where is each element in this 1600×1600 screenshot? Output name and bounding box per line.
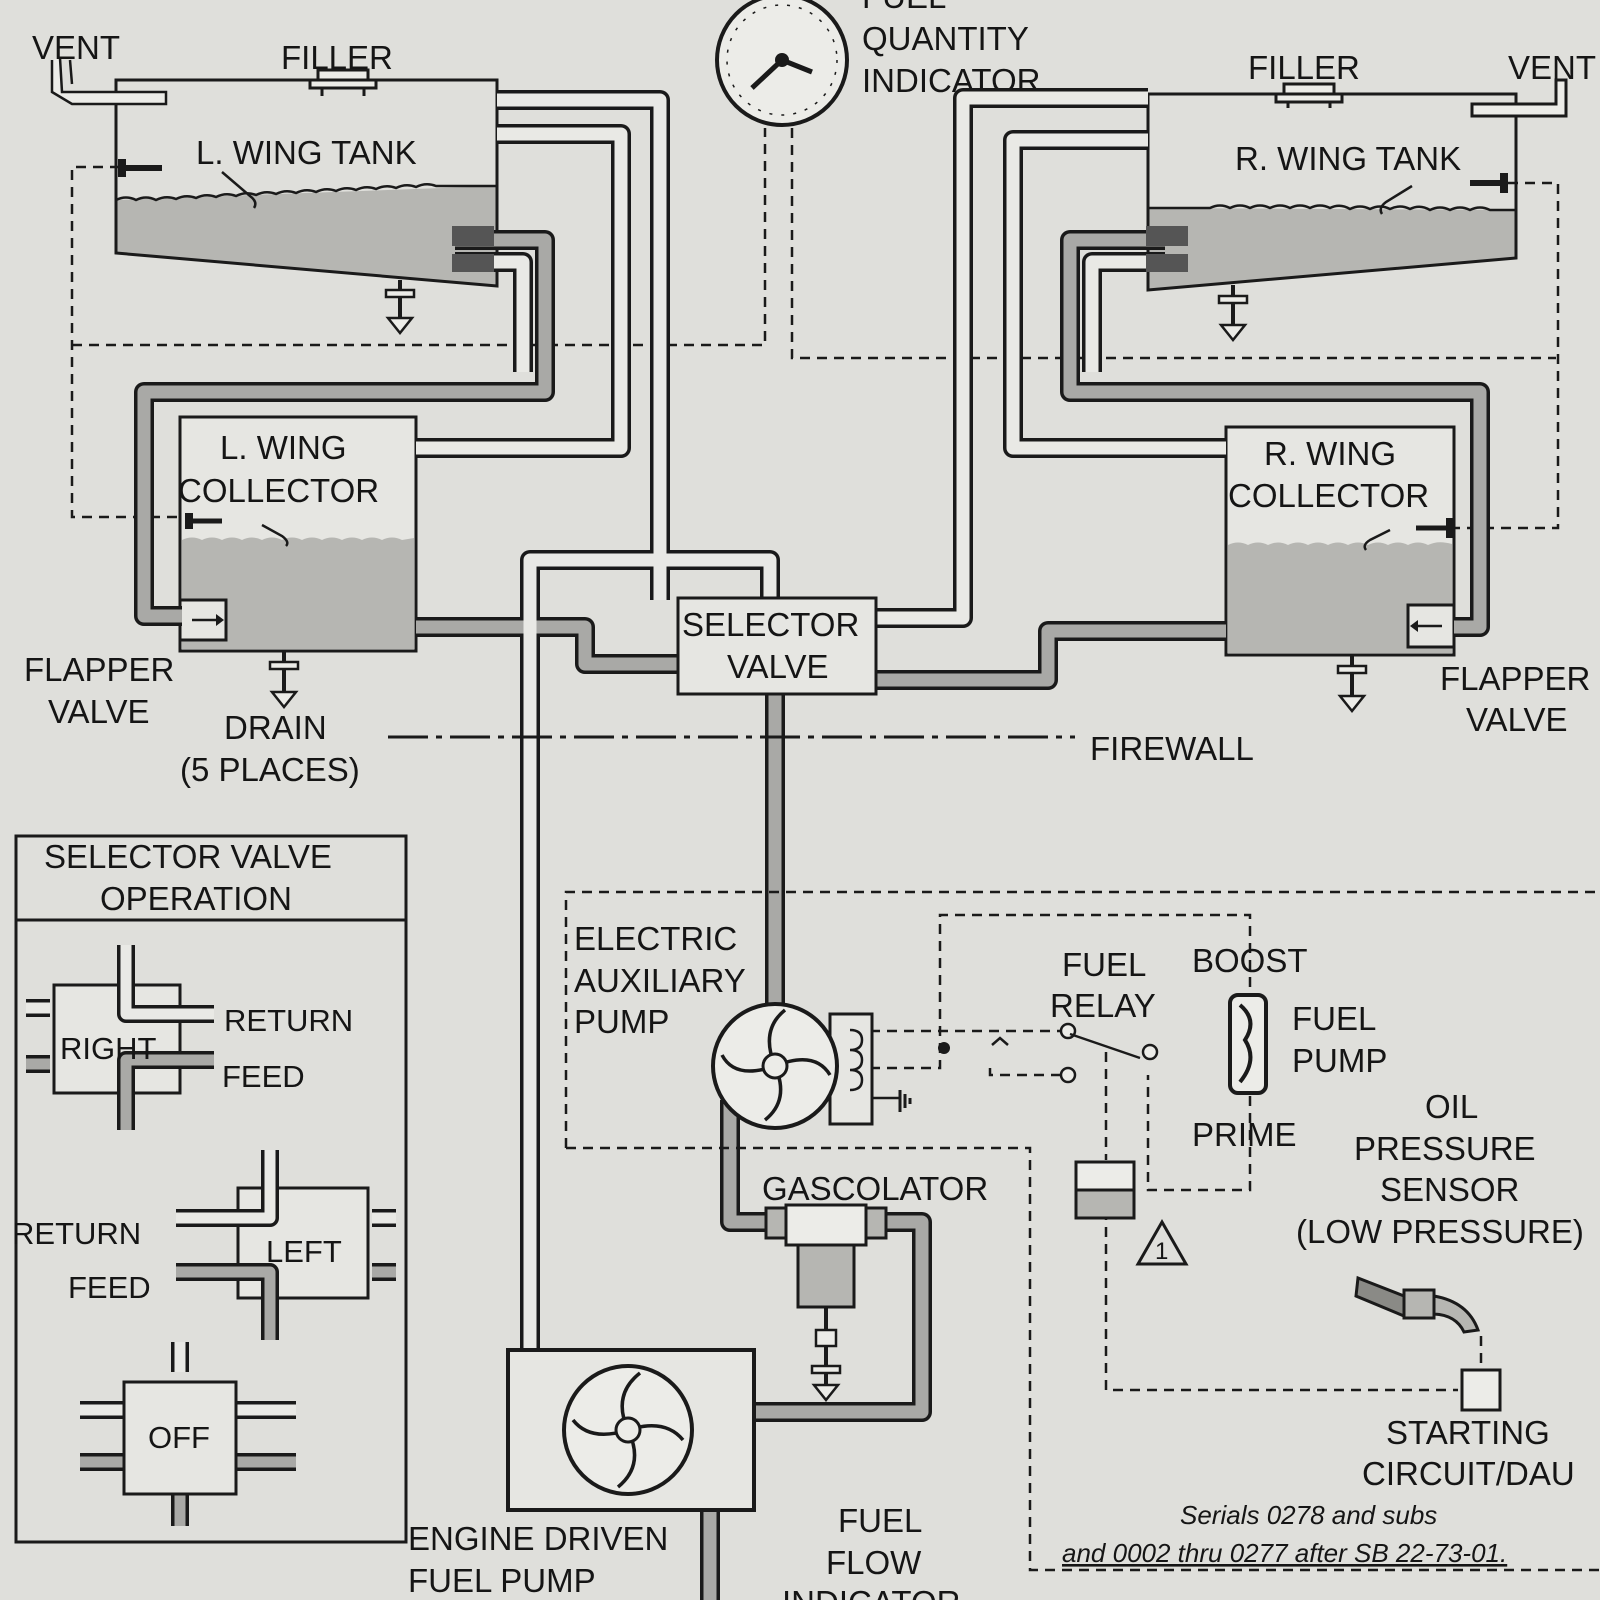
fuel-pump-label: FUEL PUMP [1292,1000,1387,1079]
left-collector-drain [268,651,300,710]
right-wing-collector [1224,425,1456,714]
legend-right-return-label: RETURN [224,1003,353,1038]
starting-circuit-label: STARTING CIRCUIT/DAU [1362,1414,1575,1492]
engine-driven-fuel-pump [506,1348,756,1512]
left-wing-collector [178,415,418,710]
oil-pressure-sensor-label: OIL PRESSURE SENSOR (LOW PRESSURE) [1296,1088,1584,1250]
legend-off-label: OFF [148,1420,210,1455]
legend-left-feed-label: FEED [68,1270,151,1305]
fuel-quantity-indicator-label: FUEL QUANTITY INDICATOR [862,0,1040,99]
oil-pressure-sensor [1354,1275,1502,1412]
selector-valve-text: SELECTOR VALVE [682,606,868,685]
filler-left-label: FILLER [281,39,393,76]
vent-right-label: VENT [1508,49,1596,86]
vent-left-label: VENT [32,29,120,66]
firewall-label: FIREWALL [1090,730,1254,767]
fuel-lines [134,88,1490,1600]
quantity-sender-wiring [70,128,1560,530]
boost-label: BOOST [1192,942,1308,979]
legend-left-return-label: RETURN [12,1216,141,1251]
boost-fuel-pump-switch[interactable] [1228,993,1268,1095]
legend-title: SELECTOR VALVE OPERATION [44,838,341,917]
serials-note: Serials 0278 and subs and 0002 thru 0277… [1062,1500,1507,1568]
selector-valve [676,596,878,696]
legend-right-feed-label: FEED [222,1059,305,1094]
gascolator-label: GASCOLATOR [762,1170,988,1207]
left-tank-drain [384,280,416,336]
right-wing-tank [1146,78,1568,343]
fuel-relay [1059,1022,1159,1084]
legend-off [80,1342,296,1526]
engine-driven-pump-label: ENGINE DRIVEN FUEL PUMP [408,1520,678,1599]
note-1-symbol: 1 [1135,1218,1189,1266]
right-tank-drain [1217,285,1249,343]
right-flapper-valve [1406,603,1456,649]
prime-label: PRIME [1192,1116,1297,1153]
legend-right-label: RIGHT [60,1031,157,1066]
r-wing-collector-label: R. WING COLLECTOR [1228,435,1429,514]
legend-right [26,945,214,1130]
filler-right-label: FILLER [1248,49,1360,86]
right-collector-drain [1336,655,1368,714]
fuel-flow-indicator-label: FUEL FLOW INDICATOR [782,1502,960,1600]
r-wing-tank-label: R. WING TANK [1235,140,1461,177]
svg-text:1: 1 [1155,1238,1168,1265]
fuel-quantity-gauge [715,0,849,127]
electric-aux-pump [711,1002,912,1130]
electric-aux-pump-label: ELECTRIC AUXILIARY PUMP [574,920,754,1040]
l-wing-tank-label: L. WING TANK [196,134,417,171]
drain-label: DRAIN (5 PLACES) [180,709,360,788]
flapper-valve-left-label: FLAPPER VALVE [24,651,184,730]
gascolator [764,1203,888,1403]
fuel-relay-label: FUEL RELAY [1050,946,1156,1024]
left-wing-tank [50,57,499,336]
electrical-wiring [564,890,1600,1572]
flapper-valve-right-label: FLAPPER VALVE [1440,660,1600,738]
left-flapper-valve [178,598,228,642]
selector-valve-operation-legend [14,834,408,1544]
l-wing-collector-label: L. WING COLLECTOR [178,429,379,509]
prime-switch[interactable] [1074,1160,1136,1220]
legend-left-label: LEFT [266,1234,342,1269]
legend-left [176,1150,396,1340]
